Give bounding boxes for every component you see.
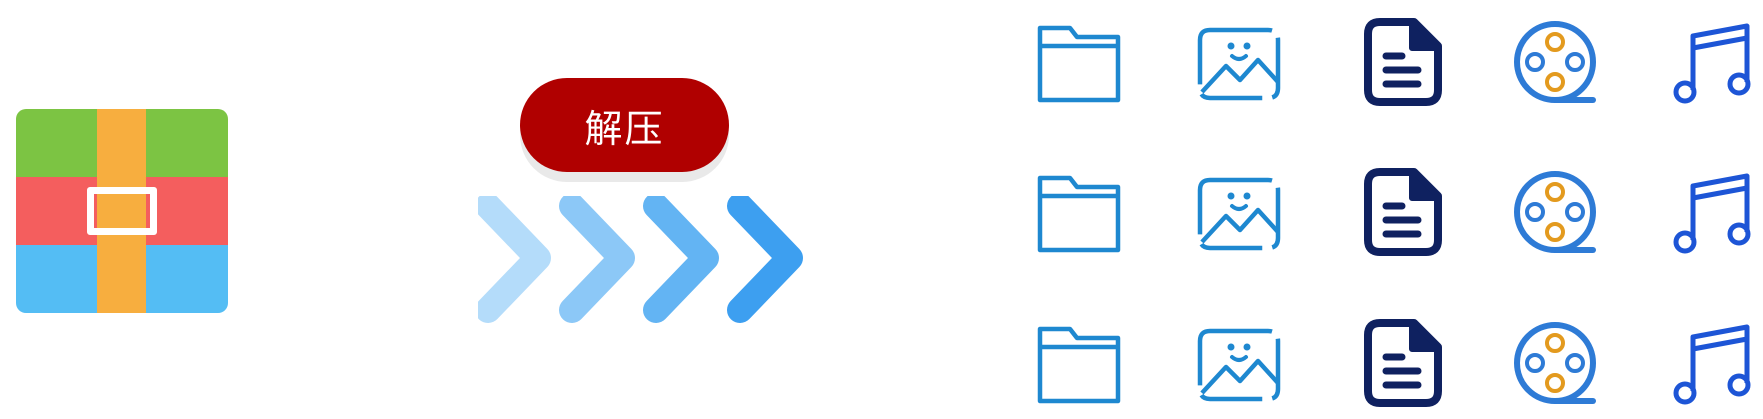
music-icon bbox=[1663, 162, 1763, 262]
chevron-right-icon bbox=[559, 196, 635, 323]
chevron-right-icon bbox=[478, 196, 551, 323]
image-icon bbox=[1188, 12, 1288, 112]
file-type-grid bbox=[1000, 0, 1760, 419]
archive-buckle bbox=[87, 187, 157, 235]
video-icon bbox=[1505, 313, 1605, 413]
chevron-right-icon bbox=[727, 196, 803, 323]
document-icon bbox=[1352, 12, 1452, 112]
video-icon bbox=[1505, 162, 1605, 262]
unzip-button[interactable]: 解压 bbox=[520, 78, 729, 172]
document-icon bbox=[1352, 162, 1452, 262]
video-icon bbox=[1505, 12, 1605, 112]
folder-icon bbox=[1030, 162, 1130, 262]
archive-icon bbox=[16, 109, 228, 313]
music-icon bbox=[1663, 313, 1763, 413]
document-icon bbox=[1352, 313, 1452, 413]
chevron-right-icon bbox=[643, 196, 719, 323]
archive-strap bbox=[97, 109, 146, 313]
music-icon bbox=[1663, 12, 1763, 112]
folder-icon bbox=[1030, 12, 1130, 112]
image-icon bbox=[1188, 313, 1288, 413]
folder-icon bbox=[1030, 313, 1130, 413]
image-icon bbox=[1188, 162, 1288, 262]
chevron-arrows bbox=[478, 196, 803, 323]
